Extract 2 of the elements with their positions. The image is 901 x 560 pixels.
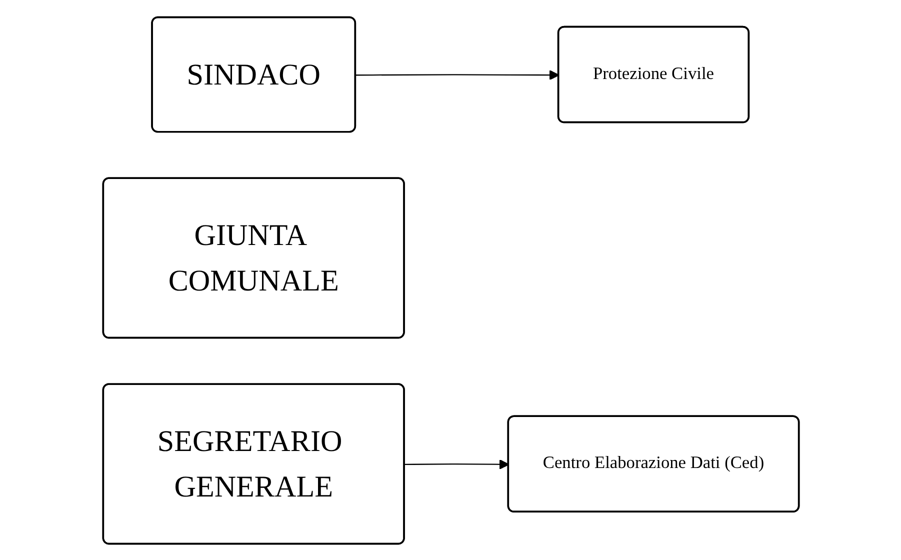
arrow <box>404 458 509 469</box>
arrow <box>355 69 559 80</box>
